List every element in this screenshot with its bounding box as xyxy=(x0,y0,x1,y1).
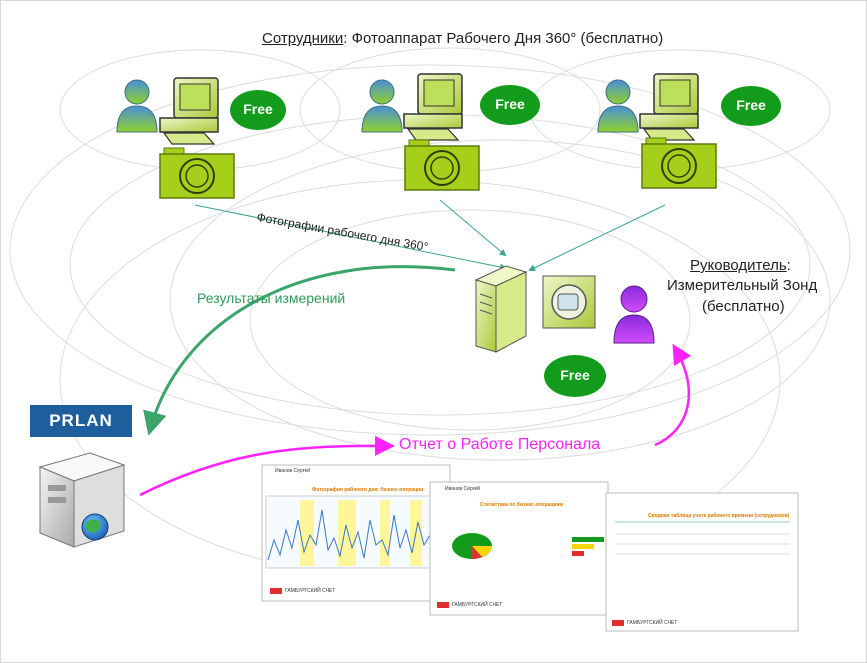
prlan-logo xyxy=(30,405,132,437)
manager-person-icon xyxy=(613,285,655,344)
report-1-footer: ГАМБУРГСКИЙ СЧЕТ xyxy=(285,588,336,594)
probe-icon xyxy=(542,275,596,329)
employees-title-prefix: Сотрудники xyxy=(262,30,344,47)
photo-flow-arrows xyxy=(194,199,666,271)
manager-line2: Измерительный Зонд xyxy=(667,277,818,294)
free-badge-label: Free xyxy=(243,101,273,117)
employee-person-icon xyxy=(597,79,639,133)
employee-computer-icon xyxy=(639,73,699,141)
manager-title: Руководитель: xyxy=(690,257,791,274)
report-2-name: Иванов Сергей xyxy=(445,486,481,492)
manager-title-colon: : xyxy=(786,257,791,274)
report-document-2 xyxy=(429,481,609,616)
report-1-heading: Фотография рабочего дня: бизнес-операции xyxy=(312,487,424,493)
report-label: Отчет о Работе Персонала xyxy=(399,436,601,453)
results-label: Результаты измерений xyxy=(197,290,346,306)
report-2-footer: ГАМБУРГСКИЙ СЧЕТ xyxy=(452,602,503,608)
free-badge-label: Free xyxy=(560,367,590,383)
employees-title-rest: : Фотоаппарат Рабочего Дня 360° (бесплат… xyxy=(343,30,664,47)
free-badge xyxy=(480,85,540,125)
prlan-logo-text: PRLAN xyxy=(49,411,113,430)
manager-line3: (бесплатно) xyxy=(702,298,785,315)
employee-camera-icon xyxy=(159,147,235,199)
free-badge-label: Free xyxy=(495,96,525,112)
employee-person-icon xyxy=(361,79,403,133)
results-arrow xyxy=(143,265,456,436)
report-document-1 xyxy=(261,464,451,602)
report-3-heading: Сводная таблица учета рабочего времени (… xyxy=(648,513,790,519)
free-badge xyxy=(230,90,286,130)
free-badge xyxy=(544,355,606,397)
server-icon xyxy=(474,265,528,353)
report-3-footer: ГАМБУРГСКИЙ СЧЕТ xyxy=(627,620,678,626)
employee-computer-icon xyxy=(403,73,463,141)
employee-camera-icon xyxy=(641,137,717,189)
free-badge xyxy=(721,86,781,126)
employees-title: Сотрудники: Фотоаппарат Рабочего Дня 360… xyxy=(262,30,663,47)
free-badge-label: Free xyxy=(736,97,766,113)
report-arrow-left xyxy=(139,435,395,497)
manager-title-word: Руководитель xyxy=(690,257,787,274)
report-1-name: Иванов Сергей xyxy=(275,468,311,474)
report-2-heading: Статистика по бизнес-операциям xyxy=(480,502,564,508)
employee-computer-icon xyxy=(159,77,219,145)
globe-icon xyxy=(81,513,109,541)
employee-person-icon xyxy=(116,79,158,133)
employee-camera-icon xyxy=(404,139,480,191)
report-arrow-right xyxy=(654,343,692,447)
report-document-3 xyxy=(605,492,799,632)
client-server-icon xyxy=(38,452,126,548)
background-rings xyxy=(9,47,851,581)
